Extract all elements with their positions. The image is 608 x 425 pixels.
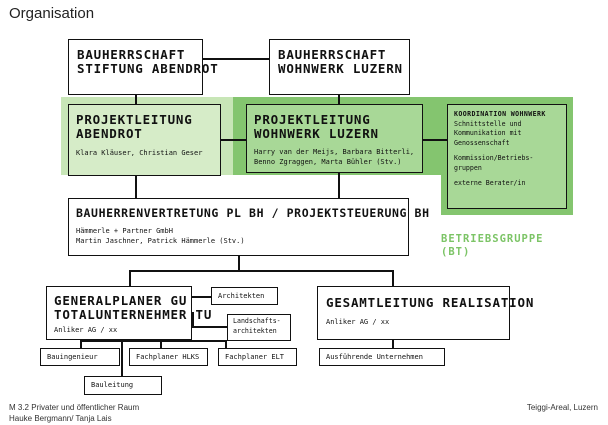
node-bauherrenvertretung: BAUHERRENVERTRETUNG PL BH / PROJEKTSTEUE… xyxy=(68,198,430,256)
connector-gp-landschaft-h xyxy=(192,326,227,328)
connector-branch-horizontal xyxy=(129,270,393,272)
connector-branch-gp xyxy=(129,270,131,286)
node-bauherrschaft-abendrot: BAUHERRSCHAFT STIFTUNG ABENDROT xyxy=(68,39,219,95)
node-label: Bauleitung xyxy=(91,381,134,389)
node-people: Klara Kläuser, Christian Geser xyxy=(76,149,203,157)
node-text-1: Schnittstelle und xyxy=(454,119,522,128)
node-bauherrschaft-wohnwerk: BAUHERRSCHAFT WOHNWERK LUZERN xyxy=(269,39,410,95)
connector-bh-top xyxy=(203,58,269,60)
node-fachplaner-hlks: Fachplaner HLKS xyxy=(129,348,208,366)
node-label: Fachplaner ELT xyxy=(225,353,285,361)
connector-pl-to-bhv xyxy=(338,173,340,198)
node-label: Fachplaner HLKS xyxy=(136,353,200,361)
node-bauleitung: Bauleitung xyxy=(84,376,162,395)
node-gesamtleitung: GESAMTLEITUNG REALISATION Anliker AG / x… xyxy=(317,286,535,340)
connector-gp-bauleitung xyxy=(121,340,123,376)
node-title-line1: GENERALPLANER GU xyxy=(54,293,188,308)
connector-bh-wohnwerk-down xyxy=(338,94,340,104)
node-ausfuehrende-unternehmen: Ausführende Unternehmen xyxy=(319,348,445,366)
node-generalplaner: GENERALPLANER GU TOTALUNTERNEHMER TU Anl… xyxy=(46,286,213,340)
connector-bhv-down xyxy=(238,256,240,271)
node-text-5: gruppen xyxy=(454,163,482,172)
node-label: Ausführende Unternehmen xyxy=(326,353,423,361)
connector-gp-sub-elt xyxy=(225,340,227,348)
node-title-line1: BAUHERRSCHAFT xyxy=(278,47,387,62)
node-fachplaner-elt: Fachplaner ELT xyxy=(218,348,297,366)
label-betriebsgruppe-line1: BETRIEBSGRUPPE xyxy=(441,233,544,245)
node-people-line2: Benno Zgraggen, Marta Bühler (Stv.) xyxy=(254,158,402,166)
footer-project: Teiggi-Areal, Luzern xyxy=(526,403,598,412)
node-label: Architekten xyxy=(218,292,265,300)
connector-gp-architekten xyxy=(192,296,211,298)
node-title-line1: BAUHERRSCHAFT xyxy=(77,47,186,62)
connector-gp-landschaft xyxy=(192,312,194,328)
node-projektleitung-wohnwerk: PROJEKTLEITUNG WOHNWERK LUZERN Harry van… xyxy=(246,104,423,173)
connector-gp-sub-bauingenieur xyxy=(80,340,82,348)
node-title: KOORDINATION WOHNWERK xyxy=(454,110,546,118)
connector-gp-subs-horizontal xyxy=(80,340,227,342)
connector-gp-sub-hlks xyxy=(160,340,162,348)
node-company: Anliker AG / xx xyxy=(54,326,118,334)
node-koordination-wohnwerk: KOORDINATION WOHNWERK Schnittstelle und … xyxy=(447,104,567,209)
page-title: Organisation xyxy=(9,5,95,22)
node-text-3: Genossenschaft xyxy=(454,138,510,147)
connector-gl-ausfuehrende xyxy=(392,340,394,348)
footer-left: M 3.2 Privater und öffentlicher Raum Hau… xyxy=(9,402,139,424)
node-label-line2: architekten xyxy=(233,326,277,335)
node-architekten: Architekten xyxy=(211,287,278,305)
node-text-4: Kommission/Betriebs- xyxy=(454,154,534,162)
node-title-line2: STIFTUNG ABENDROT xyxy=(77,61,219,76)
connector-branch-gl xyxy=(392,270,394,286)
footer-course: M 3.2 Privater und öffentlicher Raum xyxy=(9,403,140,412)
node-title: BAUHERRENVERTRETUNG PL BH / PROJEKTSTEUE… xyxy=(76,206,430,220)
node-bauingenieur: Bauingenieur xyxy=(40,348,120,366)
node-company: Anliker AG / xx xyxy=(326,318,390,326)
node-title-line2: TOTALUNTERNEHMER TU xyxy=(54,307,213,322)
connector-pl-horizontal xyxy=(221,139,246,141)
node-text-2: Martin Jaschner, Patrick Hämmerle (Stv.) xyxy=(76,237,245,245)
node-title-line2: WOHNWERK LUZERN xyxy=(254,126,379,141)
node-title-line1: PROJEKTLEITUNG xyxy=(76,112,193,127)
footer-authors: Hauke Bergmann/ Tanja Lais xyxy=(9,414,112,423)
node-label: Bauingenieur xyxy=(47,353,98,361)
label-betriebsgruppe-line2: (BT) xyxy=(441,246,471,258)
node-text-1: Hämmerle + Partner GmbH xyxy=(76,227,173,235)
node-text-2: Kommunikation mit xyxy=(454,129,522,137)
node-text-6: externe Berater/in xyxy=(454,179,526,187)
label-betriebsgruppe: BETRIEBSGRUPPE (BT) xyxy=(441,233,544,259)
node-label-line1: Landschafts- xyxy=(233,317,281,325)
connector-bh-abendrot-down xyxy=(135,94,137,105)
node-title-line2: WOHNWERK LUZERN xyxy=(278,61,403,76)
node-title-line2: ABENDROT xyxy=(76,126,143,141)
connector-pl-abendrot-to-bhv xyxy=(135,176,137,198)
node-people-line1: Harry van der Meijs, Barbara Bitterli, xyxy=(254,148,415,156)
node-title: GESAMTLEITUNG REALISATION xyxy=(326,295,535,310)
footer-right: Teiggi-Areal, Luzern xyxy=(527,402,598,413)
node-projektleitung-abendrot: PROJEKTLEITUNG ABENDROT Klara Kläuser, C… xyxy=(68,104,221,176)
node-landschaftsarchitekten: Landschafts- architekten xyxy=(227,314,291,341)
node-title-line1: PROJEKTLEITUNG xyxy=(254,112,371,127)
connector-koordination xyxy=(423,139,447,141)
